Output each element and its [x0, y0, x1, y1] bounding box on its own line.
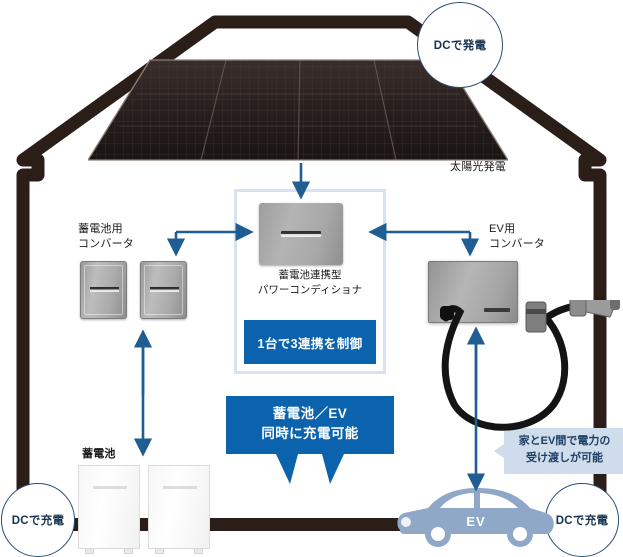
pcs-caption-line1: 蓄電池連携型	[278, 269, 342, 281]
converter-icon-battery-1	[80, 261, 127, 319]
solar-label: 太陽光発電	[450, 161, 506, 173]
storage-battery-icon-2	[148, 465, 210, 554]
ev-charging-cable-icon	[440, 300, 620, 431]
badge-dc-generation: DCで発電	[417, 2, 503, 88]
pcs-caption: 蓄電池連携型 パワーコンディショナ	[234, 268, 386, 298]
converter-icon-battery-2	[140, 261, 187, 319]
ev-converter-label-line1: EV用	[489, 223, 516, 235]
ev-car-icon	[397, 488, 554, 547]
ev-converter-label-line2: コンバータ	[489, 237, 545, 250]
badge-dc-ev-charge: DCで充電	[545, 483, 619, 557]
solar-panel-icon	[88, 56, 508, 166]
badge-dc-battery-charge: DCで充電	[1, 483, 75, 557]
ev-converter-label: EV用 コンバータ	[489, 222, 545, 252]
battery-converter-label-line2: コンバータ	[78, 237, 134, 250]
battery-converter-label-line1: 蓄電池用	[78, 223, 123, 235]
simultaneous-charge-bubble: 蓄電池／EV 同時に充電可能	[226, 396, 394, 484]
control-callout: 1台で3連携を制御	[244, 320, 376, 364]
battery-label: 蓄電池	[82, 448, 116, 460]
storage-battery-icon-1	[78, 465, 140, 554]
power-conditioner-icon	[259, 203, 343, 265]
pcs-caption-line2: パワーコンディショナ	[257, 284, 363, 297]
battery-converter-label: 蓄電池用 コンバータ	[78, 222, 134, 252]
